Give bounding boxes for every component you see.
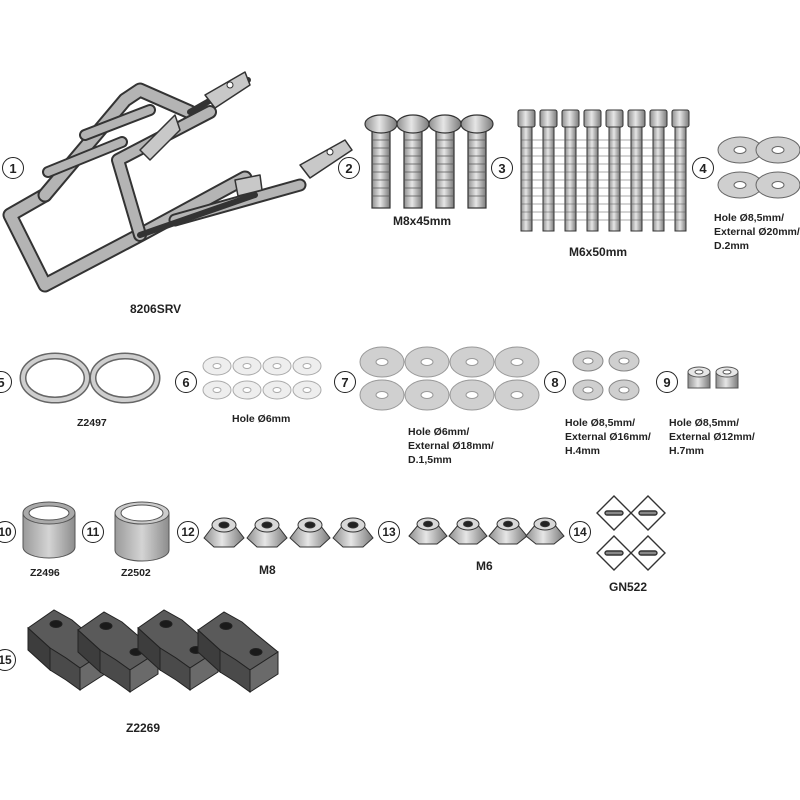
button-head-bolt-icon: [364, 114, 494, 209]
part-number-2: 2: [338, 157, 360, 179]
rear-rack-icon: [2, 71, 353, 293]
part-label-12: M8: [259, 563, 276, 577]
rubber-sleeve-icon: [22, 501, 76, 559]
washer-icon: [202, 356, 322, 400]
part-label-4: Hole Ø8,5mm/External Ø20mm/D.2mm: [714, 212, 800, 252]
part-label-2: M8x45mm: [393, 214, 452, 228]
part-label-5: Z2497: [77, 417, 107, 429]
part-label-6: Hole Ø6mm: [232, 413, 291, 425]
part-number-3: 3: [491, 157, 513, 179]
part-label-14: GN522: [609, 580, 648, 594]
part-label-13: M6: [476, 559, 493, 573]
part-label-3: M6x50mm: [569, 245, 628, 259]
part-label-9: Hole Ø8,5mm/External Ø12mm/H.7mm: [669, 417, 755, 457]
part-label-8: Hole Ø8,5mm/External Ø16mm/H.4mm: [565, 417, 651, 457]
part-number-11: 11: [82, 521, 104, 543]
rubber-sleeve-icon: [114, 501, 170, 562]
part-number-8: 8: [544, 371, 566, 393]
part-number-12: 12: [177, 521, 199, 543]
part-label-10: Z2496: [30, 567, 60, 579]
ring-icon: [19, 352, 161, 404]
part-number-4: 4: [692, 157, 714, 179]
lock-nut-icon: [408, 517, 565, 545]
part-label-7: Hole Ø6mm/External Ø18mm/D.1,5mm: [408, 426, 494, 466]
part-number-10: 10: [0, 521, 16, 543]
washer-icon: [359, 346, 540, 411]
spacer-icon: [687, 366, 739, 389]
socket-head-bolt-icon: [517, 109, 690, 232]
part-label-11: Z2502: [121, 567, 151, 579]
part-number-6: 6: [175, 371, 197, 393]
clamp-block-icon: [27, 609, 279, 693]
part-label-1: 8206SRV: [130, 302, 182, 316]
part-number-9: 9: [656, 371, 678, 393]
spacer-icon: [572, 350, 640, 401]
part-number-13: 13: [378, 521, 400, 543]
part-number-15: 15: [0, 649, 16, 671]
part-number-1: 1: [2, 157, 24, 179]
part-label-15: Z2269: [126, 721, 161, 735]
lock-nut-icon: [203, 517, 374, 548]
cage-nut-icon: [596, 495, 666, 571]
washer-icon: [717, 136, 800, 199]
part-number-7: 7: [334, 371, 356, 393]
part-number-14: 14: [569, 521, 591, 543]
